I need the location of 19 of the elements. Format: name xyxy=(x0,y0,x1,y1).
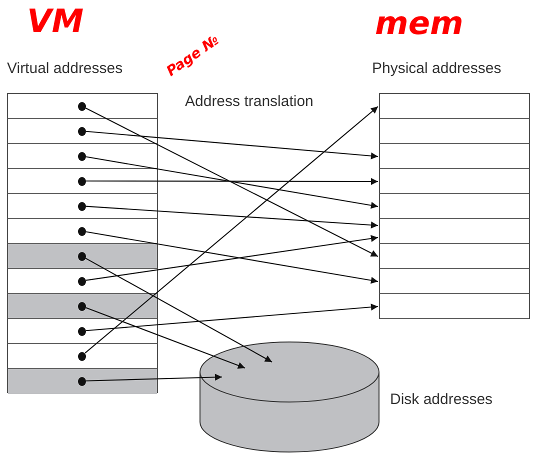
disk-label: Disk addresses xyxy=(390,391,493,408)
arrow xyxy=(86,206,378,229)
column-heading: Physical addresses xyxy=(372,60,502,77)
arrow xyxy=(86,374,222,382)
disk-cylinder xyxy=(199,341,380,453)
arrow xyxy=(86,178,378,185)
address-table xyxy=(7,93,158,393)
address-table xyxy=(379,93,530,319)
arrow xyxy=(86,130,378,160)
handwritten-note: mem xyxy=(375,4,464,42)
arrow xyxy=(86,304,378,332)
arrow xyxy=(85,258,272,362)
handwritten-note: VM xyxy=(27,2,84,40)
arrow xyxy=(84,106,378,354)
arrow xyxy=(85,108,378,257)
arrow xyxy=(86,156,378,209)
arrow xyxy=(86,307,246,369)
column-heading: Virtual addresses xyxy=(7,60,123,77)
diagram-label: Address translation xyxy=(185,93,314,110)
